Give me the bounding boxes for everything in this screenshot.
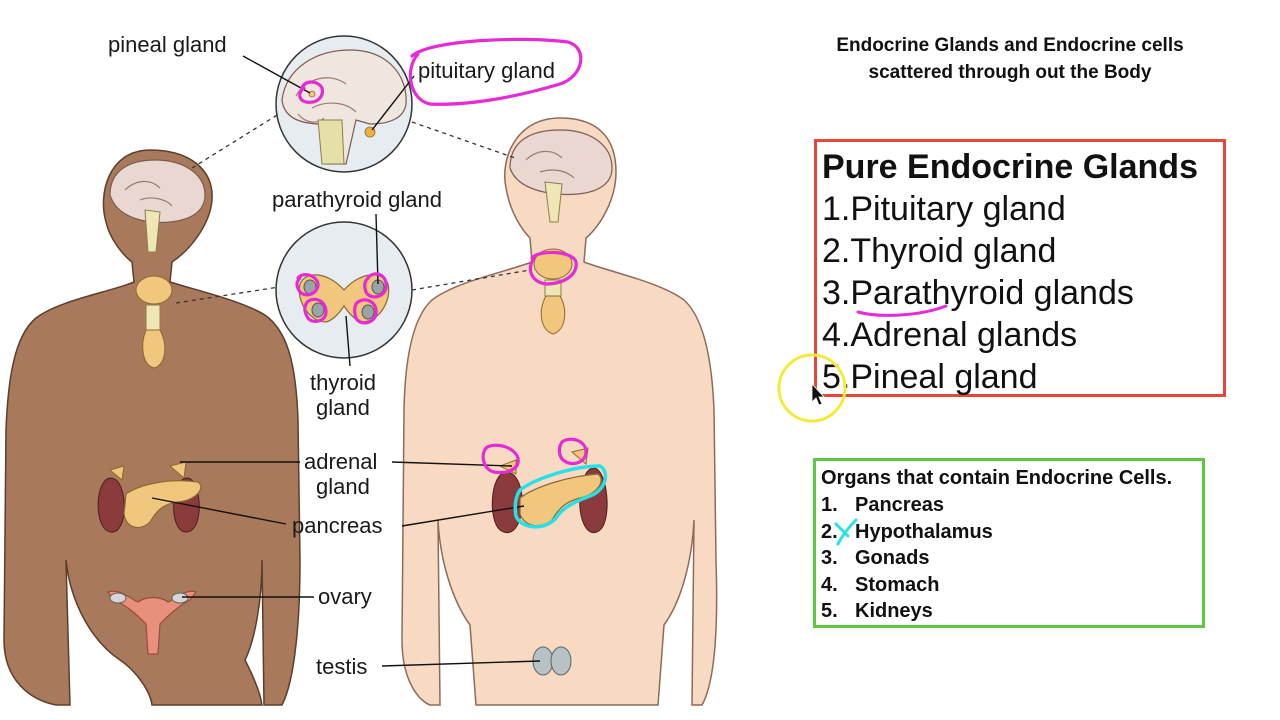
label-pineal-gland: pineal gland	[108, 32, 227, 57]
brain-magnifier	[275, 35, 413, 173]
endocrine-diagram: pineal gland pituitary gland parathyroid…	[3, 32, 718, 706]
label-pituitary-gland: pituitary gland	[418, 58, 555, 83]
organ-item: 3. Gonads	[821, 545, 1202, 572]
female-brainstem	[144, 209, 161, 253]
female-thyroid	[135, 275, 173, 305]
male-testis-right	[550, 646, 572, 676]
male-kidney-left	[491, 471, 523, 533]
organ-item-number: 3.	[821, 547, 838, 569]
label-ovary: ovary	[318, 584, 372, 609]
female-figure	[3, 149, 301, 706]
female-ovary-left	[109, 592, 127, 604]
male-thymus	[540, 295, 566, 335]
thyroid-magnifier	[275, 221, 413, 359]
circle-male-adrenal-right	[557, 437, 588, 466]
leader-lines	[151, 55, 541, 667]
pure-gland-item: 2.Thyroid gland	[822, 232, 1057, 270]
organ-item-text: Hypothalamus	[855, 520, 993, 543]
label-pancreas: pancreas	[292, 513, 383, 538]
female-adrenal-right	[168, 461, 187, 479]
organ-item: 5. Kidneys	[821, 598, 1202, 625]
header-line-1: Endocrine Glands and Endocrine cells	[836, 35, 1184, 56]
label-adrenal-line2: gland	[316, 474, 370, 499]
header-line-2: scattered through out the Body	[868, 62, 1152, 83]
circle-parathyroid-2	[363, 272, 388, 299]
organ-item-number: 5.	[821, 600, 838, 622]
circle-pituitary-label	[408, 37, 583, 106]
label-testis: testis	[316, 654, 367, 679]
magnifier-connectors	[175, 111, 531, 304]
female-thymus	[142, 329, 166, 369]
female-kidney-left	[97, 477, 125, 533]
pure-gland-item: 5.Pineal gland	[822, 358, 1038, 396]
organ-item-number: 4.	[821, 573, 838, 596]
cyan-circle-pancreas	[513, 464, 608, 529]
organ-item-number: 2.	[821, 520, 838, 543]
male-brainstem	[544, 181, 563, 223]
organ-item-text: Kidneys	[855, 600, 933, 622]
organ-item-text: Gonads	[855, 547, 930, 569]
organs-title: Organs that contain Endocrine Cells.	[821, 467, 1173, 489]
organ-item: 1. Pancreas	[821, 492, 1202, 519]
circle-parathyroid-1	[295, 273, 320, 297]
label-thyroid-line2: gland	[316, 395, 370, 420]
label-adrenal-line1: adrenal	[304, 449, 377, 474]
organ-item-text: Pancreas	[855, 494, 944, 516]
organ-item-number: 1.	[821, 494, 838, 516]
circle-male-thyroid	[528, 250, 578, 286]
organ-item-text: Stomach	[855, 573, 940, 596]
label-parathyroid-gland: parathyroid gland	[272, 187, 442, 212]
pure-gland-item: 3.Parathyroid glands	[822, 274, 1134, 312]
pineal-dot	[308, 90, 316, 98]
female-uterus	[107, 590, 197, 655]
female-ovary-right	[171, 592, 189, 604]
endocrine-cells-organs-box: Organs that contain Endocrine Cells. 1. P…	[813, 458, 1205, 628]
pure-gland-item: 1.Pituitary gland	[822, 190, 1066, 228]
organ-item: 4. Stomach	[821, 572, 1202, 599]
male-body	[401, 117, 718, 706]
pure-gland-item: 4.Adrenal glands	[822, 316, 1078, 354]
female-body	[3, 149, 301, 706]
male-figure	[401, 117, 718, 706]
circle-parathyroid-3	[303, 297, 328, 323]
label-thyroid-line1: thyroid	[310, 370, 376, 395]
circle-parathyroid-4	[352, 298, 378, 325]
header-title: Endocrine Glands and Endocrine cells sca…	[790, 32, 1230, 86]
organ-item: 2. Hypothalamus	[821, 519, 1202, 546]
female-adrenal-left	[108, 465, 125, 481]
magenta-annotations	[295, 37, 588, 475]
male-thyroid	[533, 248, 573, 280]
pure-glands-title: Pure Endocrine Glands	[822, 148, 1198, 186]
circle-pineal	[298, 80, 324, 104]
pure-endocrine-glands-box: Pure Endocrine Glands 1.Pituitary gland …	[814, 139, 1226, 397]
circle-male-adrenal-left	[481, 443, 520, 475]
female-pancreas	[123, 480, 202, 529]
